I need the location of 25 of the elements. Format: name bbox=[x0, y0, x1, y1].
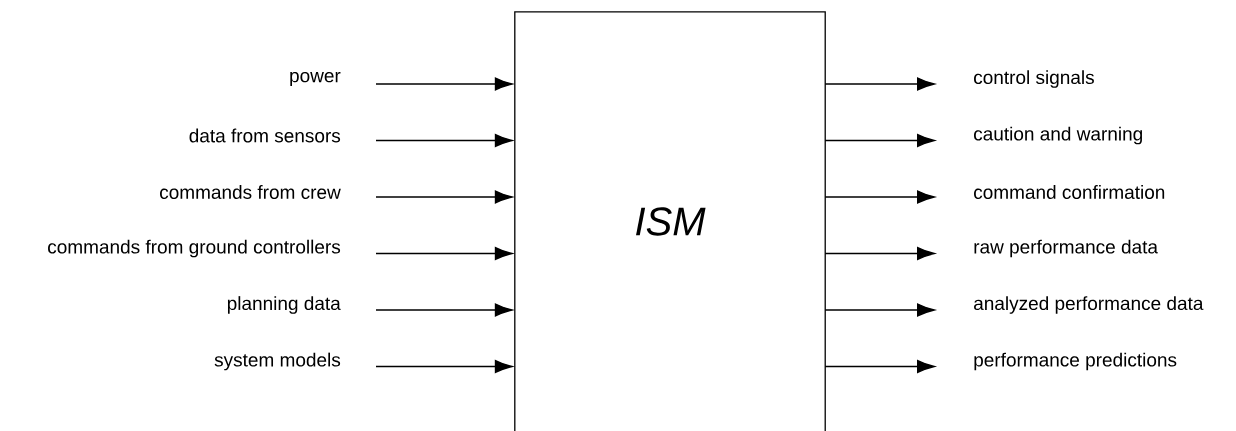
flow-label: raw performance data bbox=[974, 239, 1158, 258]
arrow bbox=[824, 246, 935, 261]
flow-label: data from sensors bbox=[189, 128, 341, 143]
flow-label: commands from ground controllers bbox=[48, 239, 341, 258]
flow-label: analyzed performance data bbox=[974, 296, 1204, 314]
flow-label: system models bbox=[214, 352, 341, 371]
flow-label: caution and warning bbox=[974, 126, 1142, 145]
arrow bbox=[824, 359, 935, 374]
arrow bbox=[824, 77, 935, 91]
arrow bbox=[375, 190, 513, 204]
flow-label: planning data bbox=[227, 296, 341, 314]
arrow bbox=[375, 246, 513, 261]
flow-label: control signals bbox=[974, 70, 1094, 88]
arrow bbox=[375, 303, 513, 317]
flow-label: performance predictions bbox=[974, 352, 1177, 371]
arrow bbox=[375, 77, 513, 91]
arrow bbox=[375, 359, 513, 374]
flow-label: command confirmation bbox=[974, 185, 1165, 199]
flow-label: commands from crew bbox=[160, 185, 341, 199]
arrow bbox=[375, 133, 513, 148]
arrow bbox=[824, 303, 935, 317]
arrow bbox=[824, 190, 935, 204]
system-box: ISM bbox=[514, 11, 826, 431]
flow-label: power bbox=[290, 71, 341, 87]
arrow bbox=[824, 133, 935, 148]
